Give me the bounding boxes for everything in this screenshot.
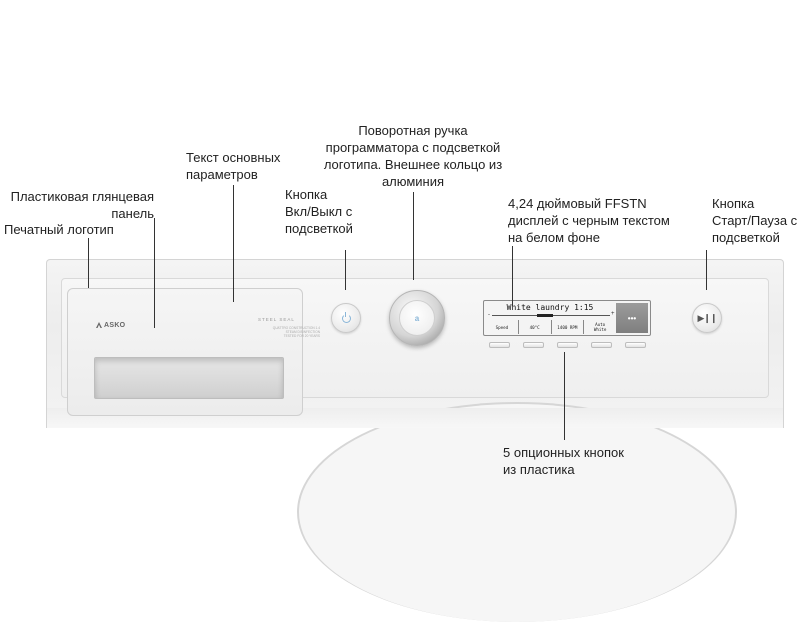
display-minus: - — [488, 312, 490, 318]
display-program-title: White laundry 1:15 — [506, 303, 594, 312]
leader-params-text — [233, 185, 234, 302]
leader-start-button — [706, 250, 707, 290]
option-buttons — [489, 342, 649, 350]
door-arc — [297, 402, 737, 622]
option-button-3[interactable] — [557, 342, 578, 348]
label-printed-logo: Печатный логотип — [4, 222, 114, 237]
lcd-display: White laundry 1:15 - + Speed 40°C 1400 R… — [483, 300, 651, 336]
display-option: 1400 RPM — [550, 320, 584, 334]
option-button-4[interactable] — [591, 342, 612, 348]
detergent-drawer[interactable]: ASKO STEEL SEAL QUATTRO CONSTRUCTION 1.4… — [67, 288, 320, 416]
option-button-2[interactable] — [523, 342, 544, 348]
spec-lines: QUATTRO CONSTRUCTION 1.4 STEAM DISINFECT… — [236, 326, 320, 339]
spec-line: STEAM DISINFECTION — [285, 330, 320, 335]
power-button[interactable] — [331, 303, 361, 333]
label-knob: Поворотная ручка программатора с подсвет… — [323, 123, 503, 189]
leader-option-buttons — [564, 352, 565, 440]
spec-line: QUATTRO CONSTRUCTION 1.4 — [272, 326, 320, 330]
label-glossy-panel: Пластиковая глянцевая панель — [10, 189, 154, 221]
display-option: Auto White — [583, 320, 616, 334]
display-option: 40°C — [517, 320, 551, 334]
knob-center: a — [399, 300, 435, 336]
leader-printed-logo — [88, 238, 89, 288]
diagram: ASKO STEEL SEAL QUATTRO CONSTRUCTION 1.4… — [4, 123, 798, 622]
knob-logo-icon: a — [414, 313, 420, 323]
leader-knob — [413, 192, 414, 280]
option-button-1[interactable] — [489, 342, 510, 348]
display-more-icon: ••• — [616, 303, 648, 333]
power-icon — [341, 311, 351, 323]
play-pause-icon: ▶❙❙ — [697, 312, 717, 323]
program-knob[interactable]: a — [389, 290, 445, 346]
display-options: Speed 40°C 1400 RPM Auto White — [486, 320, 616, 334]
brand-name: ASKO — [104, 322, 126, 329]
display-progress-bar — [492, 314, 610, 317]
label-option-buttons: 5 опционных кнопок из пластика — [503, 445, 624, 477]
display-plus: + — [611, 311, 615, 317]
drawer-handle[interactable] — [94, 357, 284, 399]
label-start-button: Кнопка Старт/Пауза с подсветкой — [712, 196, 798, 245]
option-button-5[interactable] — [625, 342, 646, 348]
washing-machine: ASKO STEEL SEAL QUATTRO CONSTRUCTION 1.4… — [46, 259, 784, 622]
steel-seal-text: STEEL SEAL — [258, 317, 295, 322]
spec-line: TESTED FOR 20 YEARS — [283, 334, 320, 339]
label-display: 4,24 дюймовый FFSTN дисплей с черным тек… — [508, 196, 670, 245]
display-option: Speed — [495, 324, 509, 330]
label-params-text: Текст основных параметров — [186, 150, 281, 182]
leader-glossy-panel — [154, 218, 155, 328]
printed-logo: ASKO — [96, 322, 125, 329]
leader-power-button — [345, 250, 346, 290]
asko-logo-icon — [96, 322, 102, 328]
label-power-button: Кнопка Вкл/Выкл с подсветкой — [285, 187, 353, 236]
start-pause-button[interactable]: ▶❙❙ — [692, 303, 722, 333]
leader-display — [512, 246, 513, 306]
